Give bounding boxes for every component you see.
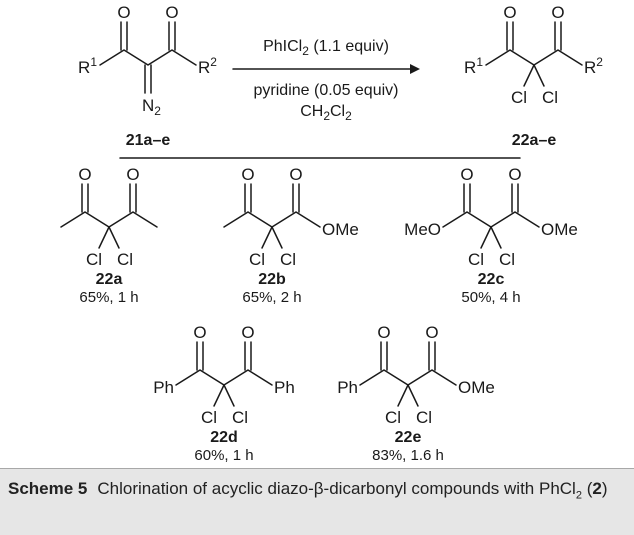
catalyst-label: pyridine (0.05 equiv) [254, 82, 399, 99]
solvent-label: CH2Cl2 [300, 103, 352, 123]
oxygen-label: O [425, 323, 438, 342]
product-22: O O R1 R2 Cl Cl 22a–e [464, 3, 603, 149]
chlorine-label: Cl [201, 408, 217, 427]
oxygen-label: O [78, 165, 91, 184]
r1-label: R1 [78, 55, 97, 77]
compound-id: 22c [478, 271, 505, 288]
chlorine-label: Cl [499, 250, 515, 269]
chlorine-label: Cl [117, 250, 133, 269]
phenyl-label: Ph [274, 378, 295, 397]
chlorine-label: Cl [385, 408, 401, 427]
chlorine-label: Cl [280, 250, 296, 269]
scheme-caption: Scheme 5 Chlorination of acyclic diazo-β-… [0, 468, 634, 535]
starting-material-21: O O R1 R2 N2 21a–e [78, 3, 217, 149]
yield-label: 65%, 2 h [242, 289, 301, 306]
chlorine-label: Cl [542, 88, 558, 107]
compound-id: 22a [96, 271, 123, 288]
yield-label: 60%, 1 h [194, 447, 253, 464]
oxygen-label: O [241, 323, 254, 342]
yield-label: 65%, 1 h [79, 289, 138, 306]
r2-label: R2 [584, 55, 603, 77]
reaction-scheme: O O R1 R2 N2 21a–e PhICl2 (1.1 equiv) py… [60, 3, 603, 464]
product-22e: O O Ph OMe Cl Cl 22e 83%, 1.6 h [337, 323, 495, 464]
phenyl-label: Ph [337, 378, 358, 397]
compound-id: 22e [395, 429, 422, 446]
chlorine-label: Cl [468, 250, 484, 269]
compound-id-21: 21a–e [126, 132, 171, 149]
oxygen-label: O [117, 3, 130, 22]
methoxy-label: MeO [404, 220, 441, 239]
reaction-arrow [232, 64, 420, 74]
product-22c: O O MeO OMe Cl Cl 22c 50%, 4 h [404, 165, 578, 306]
caption-compound-ref: 2 [592, 479, 602, 498]
methoxy-label: OMe [541, 220, 578, 239]
compound-id-22: 22a–e [512, 132, 557, 149]
product-22b: O O OMe Cl Cl 22b 65%, 2 h [223, 165, 359, 306]
chlorine-label: Cl [232, 408, 248, 427]
product-22a: O O Cl Cl 22a 65%, 1 h [60, 165, 158, 306]
oxygen-label: O [126, 165, 139, 184]
chlorine-label: Cl [86, 250, 102, 269]
reagent-label: PhICl2 (1.1 equiv) [263, 38, 389, 58]
yield-label: 50%, 4 h [461, 289, 520, 306]
r1-label: R1 [464, 55, 483, 77]
chlorine-label: Cl [511, 88, 527, 107]
yield-label: 83%, 1.6 h [372, 447, 444, 464]
caption-subscript: 2 [575, 489, 582, 502]
oxygen-label: O [377, 323, 390, 342]
caption-paren-close: ) [601, 479, 608, 498]
phenyl-label: Ph [153, 378, 174, 397]
compound-id: 22b [258, 271, 286, 288]
oxygen-label: O [241, 165, 254, 184]
oxygen-label: O [165, 3, 178, 22]
oxygen-label: O [460, 165, 473, 184]
caption-paren-open: ( [581, 479, 593, 498]
caption-text: Chlorination of acyclic diazo-β-dicarbon… [97, 479, 576, 498]
scheme-label: Scheme 5 [8, 479, 88, 498]
oxygen-label: O [193, 323, 206, 342]
diazo-n2-label: N2 [142, 96, 161, 118]
r2-label: R2 [198, 55, 217, 77]
product-22d: O O Ph Ph Cl Cl 22d 60%, 1 h [153, 323, 295, 464]
methoxy-label: OMe [322, 220, 359, 239]
methoxy-label: OMe [458, 378, 495, 397]
oxygen-label: O [551, 3, 564, 22]
oxygen-label: O [503, 3, 516, 22]
compound-id: 22d [210, 429, 238, 446]
chlorine-label: Cl [249, 250, 265, 269]
chlorine-label: Cl [416, 408, 432, 427]
oxygen-label: O [289, 165, 302, 184]
oxygen-label: O [508, 165, 521, 184]
